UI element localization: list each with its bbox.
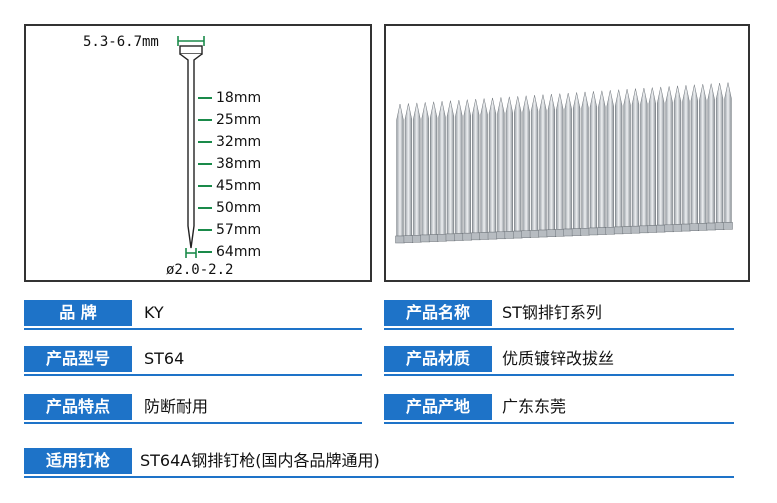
nail-drawing [177, 36, 212, 258]
feature-label: 产品特点 [24, 394, 132, 420]
nail [538, 94, 548, 238]
model-value: ST64 [144, 349, 185, 368]
divider [384, 328, 734, 330]
nail [437, 101, 447, 242]
nail [462, 99, 473, 241]
model-label: 产品型号 [24, 346, 132, 372]
origin-value: 广东东莞 [502, 397, 567, 416]
length-label: 32mm [216, 134, 262, 150]
spec-row-feature: 产品特点 防断耐用 [24, 394, 362, 424]
brand-value: KY [144, 303, 164, 322]
nail [496, 97, 506, 240]
divider [24, 374, 362, 376]
feature-value: 防断耐用 [144, 397, 209, 416]
nail [580, 91, 590, 236]
divider [24, 422, 362, 424]
nail [563, 92, 573, 237]
nail [555, 93, 565, 237]
divider [384, 422, 734, 424]
nail [613, 89, 624, 235]
nail [487, 97, 498, 240]
length-label: 25mm [216, 112, 262, 128]
nail [571, 92, 582, 236]
nail [689, 84, 700, 231]
length-label: 18mm [216, 90, 262, 106]
length-label: 64mm [216, 244, 262, 260]
length-ticks [198, 97, 212, 253]
nail [639, 87, 649, 234]
spec-row-brand: 品 牌 KY [24, 300, 362, 330]
nail [664, 86, 674, 233]
diameter-label: ø2.0-2.2 [166, 262, 234, 278]
nail [521, 95, 531, 238]
nail [647, 87, 658, 233]
origin-label: 产品产地 [384, 394, 492, 420]
length-label: 57mm [216, 222, 262, 238]
divider [384, 374, 734, 376]
nail [412, 102, 422, 243]
gun-value: ST64A钢排钉枪(国内各品牌通用) [140, 451, 380, 470]
divider [24, 328, 362, 330]
spec-row-model: 产品型号 ST64 [24, 346, 362, 376]
nail [672, 85, 683, 232]
nail [698, 84, 708, 231]
spec-row-material: 产品材质 优质镀锌改拔丝 [384, 346, 734, 376]
nail [445, 100, 456, 242]
nail [714, 83, 725, 230]
nail [454, 100, 464, 241]
nail [428, 101, 439, 242]
divider [24, 476, 734, 478]
nail [504, 96, 515, 239]
nail [512, 96, 523, 239]
length-label: 50mm [216, 200, 262, 216]
length-label: 45mm [216, 178, 262, 194]
head-width-label: 5.3-6.7mm [83, 34, 159, 50]
nail [420, 102, 430, 243]
nail [470, 98, 481, 241]
brand-label: 品 牌 [24, 300, 132, 326]
spec-row-compatible-gun: 适用钉枪 ST64A钢排钉枪(国内各品牌通用) [24, 448, 734, 478]
gun-label: 适用钉枪 [24, 448, 132, 474]
product-name-label: 产品名称 [384, 300, 492, 326]
diameter-dimension [185, 248, 197, 258]
nail [655, 86, 666, 233]
length-label: 38mm [216, 156, 262, 172]
nail [588, 91, 599, 236]
nail [479, 98, 489, 240]
spec-row-product-name: 产品名称 ST钢排钉系列 [384, 300, 734, 330]
nail [630, 88, 641, 234]
nail-dimension-diagram: 5.3-6.7mm 18mm 25m [24, 24, 372, 282]
nail [395, 103, 405, 244]
product-name-value: ST钢排钉系列 [502, 303, 602, 322]
nail [529, 95, 540, 238]
spec-row-origin: 产品产地 广东东莞 [384, 394, 734, 424]
nail-strip-image [395, 82, 733, 244]
nail [597, 90, 607, 235]
nail [403, 103, 414, 243]
nail [706, 83, 716, 231]
nail [681, 85, 691, 232]
nail [546, 94, 557, 237]
nail [622, 89, 632, 234]
nail-strip-photo [384, 24, 750, 282]
nail [605, 90, 616, 235]
nail [723, 82, 733, 230]
material-label: 产品材质 [384, 346, 492, 372]
material-value: 优质镀锌改拔丝 [502, 349, 615, 368]
nail-shape [179, 45, 203, 249]
head-width-dimension [177, 36, 205, 46]
